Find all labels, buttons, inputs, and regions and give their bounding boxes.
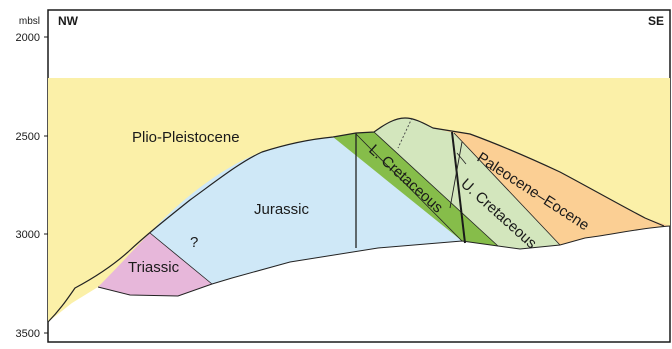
axis-tick-label: 3500 <box>16 328 40 340</box>
axis-tick-label: 2000 <box>16 32 40 44</box>
label-jurassic: Jurassic <box>254 201 310 218</box>
label-triassic: Triassic <box>128 259 180 276</box>
label-uncertain: ? <box>190 234 198 251</box>
direction-nw-label: NW <box>58 14 79 28</box>
direction-se-label: SE <box>648 14 664 28</box>
axis-tick-label: 3000 <box>16 229 40 241</box>
axis-tick-label: 2500 <box>16 131 40 143</box>
label-plio-pleistocene: Plio-Pleistocene <box>132 129 240 146</box>
axis-unit-label: mbsl <box>19 16 40 27</box>
